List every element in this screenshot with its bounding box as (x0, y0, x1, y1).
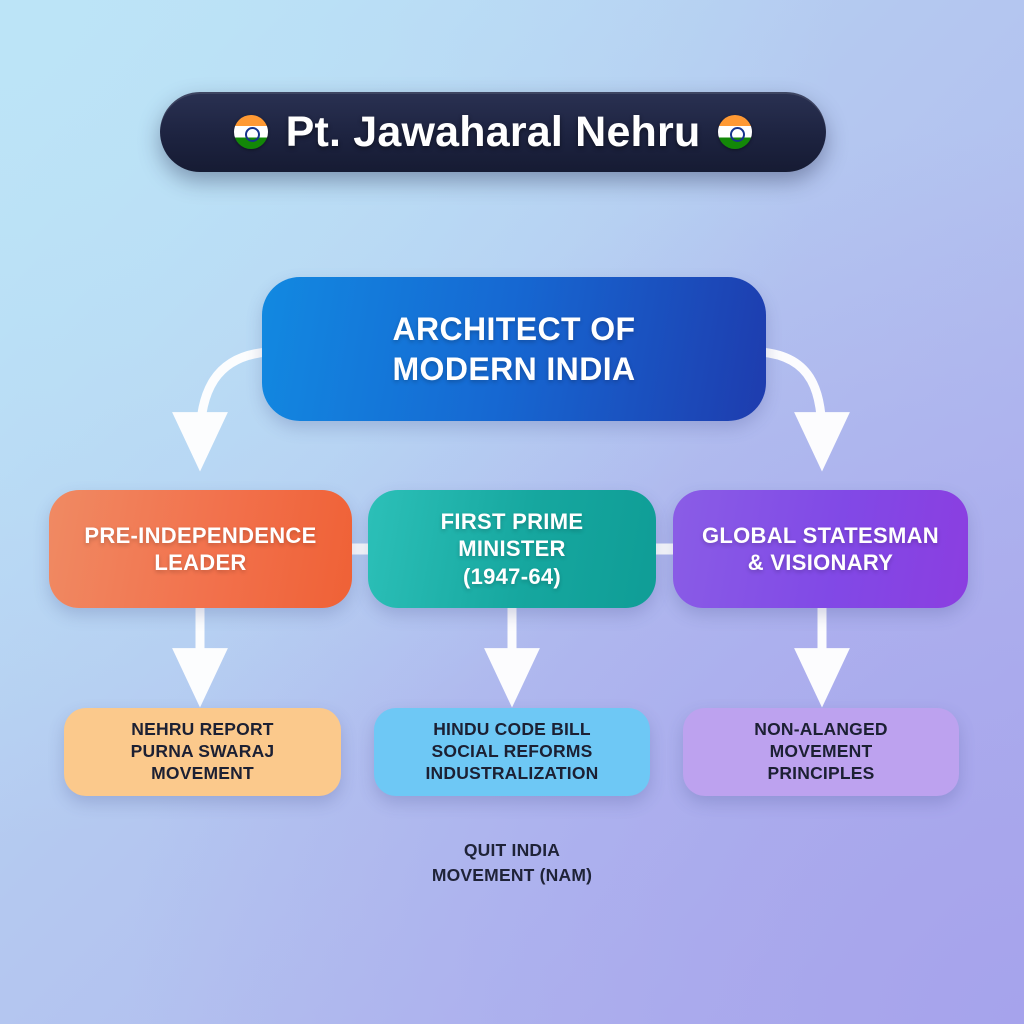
connector-root-to-branch-3 (755, 347, 850, 472)
india-flag-icon-right (718, 115, 753, 149)
node-detail-nehru-report: NEHRU REPORT PURNA SWARAJ MOVEMENT (64, 708, 341, 796)
node-branch-global-statesman: GLOBAL STATESMAN & VISIONARY (673, 490, 968, 608)
diagram-caption: QUIT INDIA MOVEMENT (NAM) (431, 840, 593, 886)
node-root: ARCHITECT OF MODERN INDIA (262, 277, 766, 421)
india-flag-icon-left (233, 115, 268, 149)
node-root-label: ARCHITECT OF MODERN INDIA (392, 311, 636, 387)
node-branch-1-label: PRE-INDEPENDENCE LEADER (84, 522, 317, 576)
node-detail-non-aligned-movement: NON-ALANGED MOVEMENT PRINCIPLES (683, 708, 959, 796)
node-detail-3-label: NON-ALANGED MOVEMENT PRINCIPLES (754, 719, 888, 783)
node-branch-first-prime-minister: FIRST PRIME MINISTER (1947-64) (368, 490, 656, 608)
node-detail-2-label: HINDU CODE BILL SOCIAL REFORMS INDUSTRAL… (425, 719, 599, 783)
node-branch-3-label: GLOBAL STATESMAN & VISIONARY (701, 522, 939, 576)
node-branch-pre-independence-leader: PRE-INDEPENDENCE LEADER (49, 490, 352, 608)
connector-root-to-branch-1 (172, 347, 273, 472)
page-title-pill: Pt. Jawaharal Nehru (160, 92, 826, 172)
node-branch-2-label: FIRST PRIME MINISTER (1947-64) (440, 508, 584, 589)
page-title: Pt. Jawaharal Nehru (285, 107, 701, 156)
node-detail-1-label: NEHRU REPORT PURNA SWARAJ MOVEMENT (130, 719, 275, 783)
node-detail-hindu-code-bill: HINDU CODE BILL SOCIAL REFORMS INDUSTRAL… (374, 708, 650, 796)
